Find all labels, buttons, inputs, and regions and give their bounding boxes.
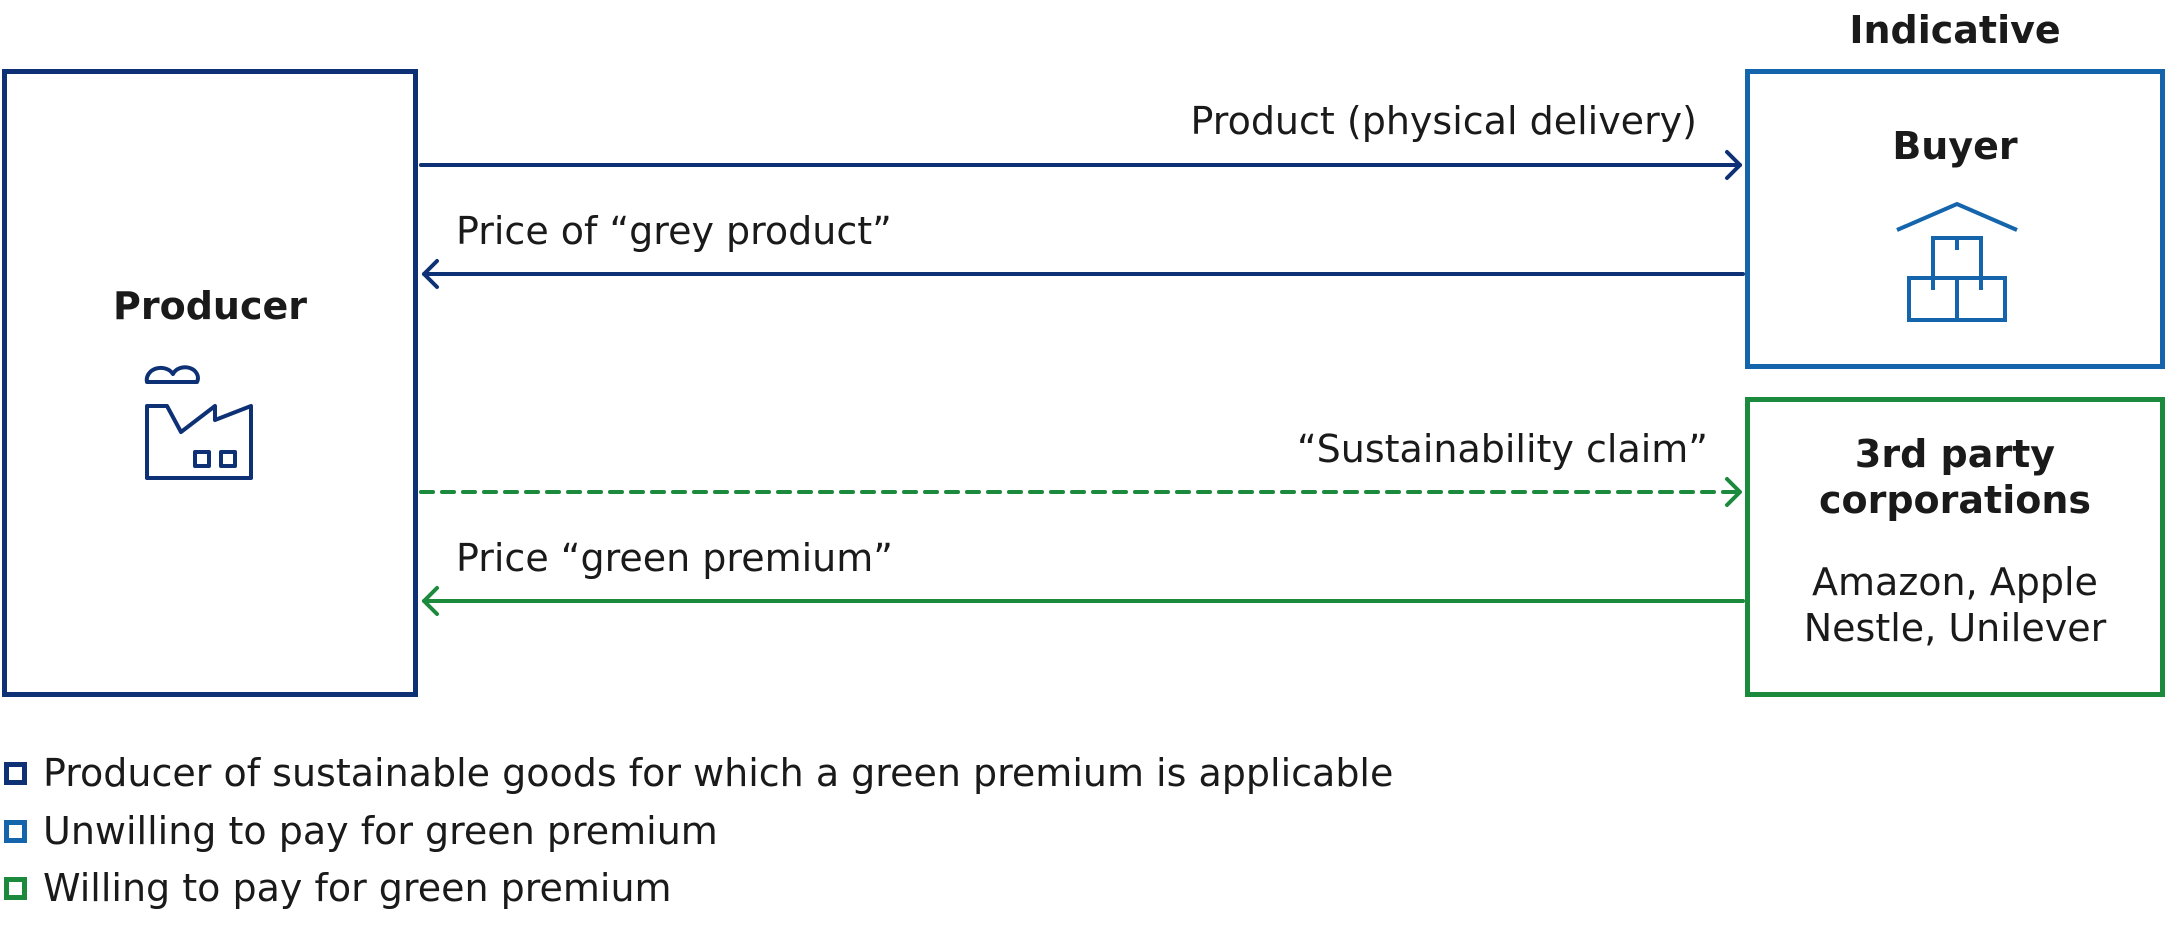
third-party-examples-line1: Amazon, Apple [1812, 560, 2098, 604]
sustainability-claim-arrow [419, 477, 1742, 507]
legend-swatch-navy [4, 761, 27, 785]
legend-swatch-green [4, 876, 27, 900]
product-label: Product (physical delivery) [1190, 99, 1697, 143]
grey-price-arrow [422, 259, 1745, 289]
buyer-title: Buyer [1892, 124, 2018, 168]
legend-item-producer: Producer of sustainable goods for which … [4, 750, 1393, 796]
legend-item-unwilling: Unwilling to pay for green premium [4, 808, 718, 854]
producer-title: Producer [113, 284, 307, 328]
legend-swatch-blue [4, 819, 27, 843]
factory-icon [144, 365, 253, 480]
third-party-examples-line2: Nestle, Unilever [1803, 606, 2107, 650]
grey-price-label: Price of “grey product” [456, 209, 892, 253]
green-price-label: Price “green premium” [456, 536, 893, 580]
producer-box: Producer [2, 69, 418, 697]
third-party-title-line2: corporations [1818, 478, 2092, 522]
legend-item-willing: Willing to pay for green premium [4, 865, 672, 911]
buyer-box: Buyer [1745, 69, 2165, 369]
warehouse-boxes-icon [1896, 202, 2018, 322]
third-party-title-line1: 3rd party [1854, 432, 2056, 476]
sustainability-claim-label: “Sustainability claim” [1296, 427, 1708, 471]
legend-text: Unwilling to pay for green premium [43, 809, 718, 853]
indicative-heading: Indicative [1849, 8, 2061, 52]
green-price-arrow [422, 586, 1745, 616]
legend-text: Producer of sustainable goods for which … [43, 751, 1394, 795]
legend-text: Willing to pay for green premium [43, 866, 672, 910]
third-party-box: 3rd party corporations Amazon, Apple Nes… [1745, 397, 2165, 697]
product-arrow [419, 150, 1742, 180]
